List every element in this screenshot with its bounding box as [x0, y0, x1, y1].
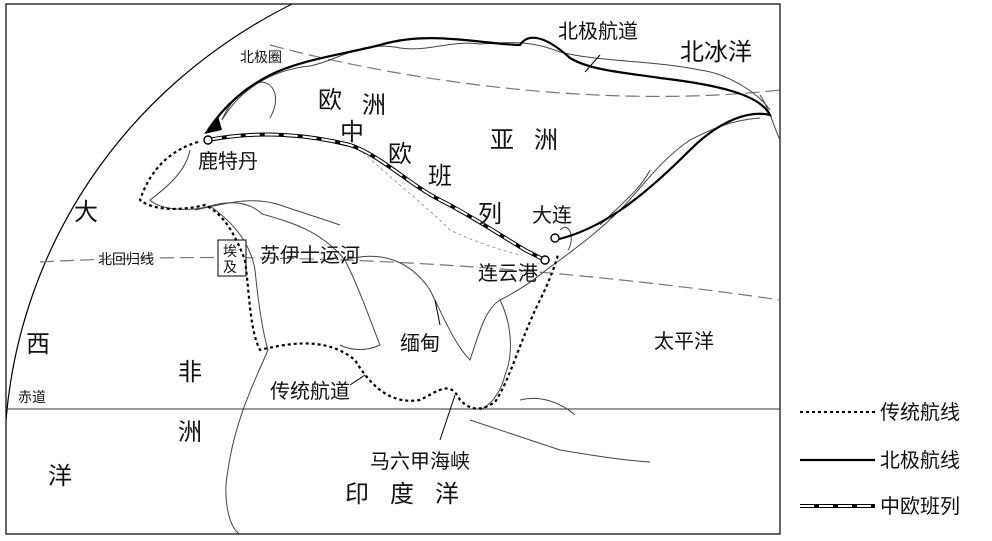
- legend-traditional-label: 传统航线: [880, 400, 960, 424]
- egypt-box: [217, 239, 247, 277]
- label-asia-1: 亚: [490, 126, 514, 154]
- label-atlantic-3: 洋: [48, 462, 72, 490]
- coastlines: [149, 41, 781, 535]
- label-railway-2: 欧: [388, 140, 412, 168]
- rotterdam-marker: [203, 135, 213, 145]
- arctic-circle-line: [269, 44, 781, 98]
- label-railway-3: 班: [428, 162, 452, 190]
- map-border: [5, 3, 781, 535]
- label-indian-2: 度: [390, 480, 414, 508]
- traditional-route-line: [138, 140, 560, 410]
- dalian-marker: [550, 233, 560, 243]
- label-pacific: 太平洋: [654, 329, 714, 353]
- label-traditional-route: 传统航道: [270, 379, 350, 403]
- globe-edge: [5, 3, 293, 421]
- label-egypt-1: 埃: [223, 244, 237, 260]
- label-railway-1: 中: [340, 118, 364, 146]
- railway-inner: [207, 133, 546, 261]
- traditional-route-leader: [349, 374, 366, 386]
- label-arctic-route: 北极航道: [558, 19, 638, 43]
- legend-arctic-label: 北极航线: [880, 448, 960, 472]
- burma-leader: [434, 299, 441, 326]
- label-africa-1: 非: [178, 358, 202, 386]
- label-suez: 苏伊士运河: [260, 243, 360, 267]
- malacca-leader: [439, 394, 456, 441]
- label-equator: 赤道: [18, 390, 46, 406]
- legend-railway-label: 中欧班列: [880, 494, 960, 518]
- label-atlantic-2: 西: [26, 330, 50, 358]
- label-railway-4: 列: [478, 200, 502, 228]
- arctic-route-leader: [584, 54, 601, 73]
- tropic-of-cancer-line: [39, 256, 781, 301]
- label-atlantic-1: 大: [74, 198, 98, 226]
- label-tropic-of-cancer: 北回归线: [98, 251, 154, 268]
- lianyungang-marker: [540, 255, 550, 265]
- label-arctic-circle: 北极圈: [240, 50, 282, 66]
- arctic-route-line: [207, 36, 773, 242]
- label-egypt-2: 及: [223, 260, 237, 276]
- label-indian-1: 印: [345, 480, 369, 508]
- label-indian-3: 洋: [435, 480, 459, 508]
- label-arctic-ocean: 北冰洋: [680, 38, 752, 66]
- label-africa-2: 洲: [178, 418, 202, 446]
- label-malacca: 马六甲海峡: [370, 449, 470, 473]
- label-burma: 缅甸: [400, 331, 440, 355]
- label-dalian: 大连: [532, 203, 572, 227]
- legend: 传统航线 北极航线 中欧班列: [800, 400, 960, 518]
- label-asia-2: 洲: [534, 126, 558, 154]
- label-rotterdam: 鹿特丹: [198, 149, 258, 173]
- label-europe-2: 洲: [362, 91, 386, 119]
- label-europe-1: 欧: [318, 86, 342, 114]
- label-lianyungang: 连云港: [478, 261, 538, 285]
- arctic-route-arrow: [204, 116, 222, 134]
